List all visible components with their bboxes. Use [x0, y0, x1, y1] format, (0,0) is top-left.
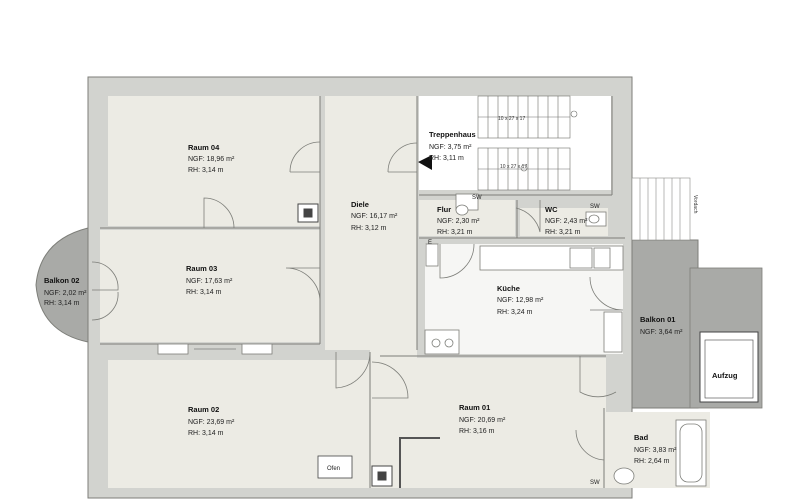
stairs-lower-label: 10 x 27 x 17: [500, 164, 527, 170]
balkon-02-area: NGF: 2,02 m²: [44, 290, 87, 297]
raum-01-partition: [399, 437, 440, 488]
vordach: [631, 177, 691, 241]
kitchen-counters: [424, 243, 624, 355]
room-raum-01: Raum 01 NGF: 20,69 m² RH: 3,16 m: [459, 403, 506, 435]
windows: [157, 343, 273, 355]
balkon-01-name: Balkon 01: [640, 315, 675, 324]
raum-01-floor: [380, 358, 606, 488]
room-raum-02: Raum 02 NGF: 23,69 m² RH: 3,14 m: [188, 405, 235, 437]
bad-name: Bad: [634, 433, 649, 442]
raum-04-area: NGF: 18,96 m²: [188, 156, 235, 163]
bad-fixtures: [455, 193, 707, 487]
wc-area: NGF: 2,43 m²: [545, 218, 588, 225]
raum-04-height: RH: 3,14 m: [188, 167, 224, 174]
room-balkon-01: Balkon 01 NGF: 3,64 m²: [640, 315, 683, 336]
raum-02-height: RH: 3,14 m: [188, 430, 224, 437]
treppenhaus-height: RH: 3,11 m: [429, 155, 464, 162]
diele-height: RH: 3,12 m: [351, 225, 387, 232]
raum-02-area: NGF: 23,69 m²: [188, 419, 235, 426]
raum-04-floor: [108, 96, 320, 226]
aufzug-inner: [704, 339, 754, 399]
room-balkon-02: Balkon 02 NGF: 2,02 m² RH: 3,14 m: [44, 276, 87, 307]
ofen-label: Ofen: [327, 466, 340, 472]
room-kueche: Küche NGF: 12,98 m² RH: 3,24 m: [497, 284, 544, 316]
doors: [91, 141, 624, 461]
balkon-01-area: NGF: 3,64 m²: [640, 329, 683, 336]
sw-bad-label: SW: [590, 480, 600, 486]
diele-floor: [325, 96, 417, 350]
diele-name: Diele: [351, 200, 369, 209]
diele-area: NGF: 16,17 m²: [351, 213, 398, 220]
balkon-01-floor: [631, 239, 699, 409]
aufzug-label: Aufzug: [712, 371, 738, 380]
raum-01-height: RH: 3,16 m: [459, 428, 495, 435]
room-diele: Diele NGF: 16,17 m² RH: 3,12 m: [351, 200, 398, 232]
kueche-name: Küche: [497, 284, 520, 293]
balkon-02-floor: [35, 227, 89, 343]
flur-area: NGF: 2,30 m²: [437, 218, 480, 225]
treppenhaus-stairs: [477, 95, 578, 191]
flur-height: RH: 3,21 m: [437, 229, 473, 236]
inner-walls: [100, 96, 625, 488]
chimneys: [297, 203, 393, 487]
room-bad: Bad NGF: 3,83 m² RH: 2,64 m: [634, 433, 677, 465]
room-treppenhaus: Treppenhaus NGF: 3,75 m² RH: 3,11 m: [429, 130, 476, 162]
wc-height: RH: 3,21 m: [545, 229, 581, 236]
raum-03-name: Raum 03: [186, 264, 217, 273]
bad-height: RH: 2,64 m: [634, 458, 670, 465]
treppenhaus-area: NGF: 3,75 m²: [429, 144, 472, 151]
sw-flur-label: SW: [472, 195, 482, 201]
balkon-02-name: Balkon 02: [44, 276, 79, 285]
raum-01-area: NGF: 20,69 m²: [459, 417, 506, 424]
raum-01-name: Raum 01: [459, 403, 490, 412]
bad-area: NGF: 3,83 m²: [634, 447, 677, 454]
stairs-direction-arrow: [418, 155, 432, 170]
vordach-label: Vordach: [692, 195, 698, 214]
treppenhaus-floor: [419, 96, 611, 190]
room-wc: WC NGF: 2,43 m² RH: 3,21 m: [545, 205, 588, 236]
room-raum-04: Raum 04 NGF: 18,96 m² RH: 3,14 m: [188, 143, 235, 174]
ofen-box: [317, 455, 353, 479]
room-flur: Flur NGF: 2,30 m² RH: 3,21 m: [437, 205, 480, 236]
wc-name: WC: [545, 205, 558, 214]
sw-wc-label: SW: [590, 204, 600, 210]
raum-03-height: RH: 3,14 m: [186, 289, 222, 296]
treppenhaus-name: Treppenhaus: [429, 130, 476, 139]
flur-name: Flur: [437, 205, 451, 214]
stairs-upper-label: 10 x 27 x 17: [498, 116, 525, 122]
kueche-area: NGF: 12,98 m²: [497, 297, 544, 304]
raum-03-floor: [100, 230, 320, 342]
balkon-02-height: RH: 3,14 m: [44, 300, 80, 307]
kueche-height: RH: 3,24 m: [497, 309, 533, 316]
raum-02-name: Raum 02: [188, 405, 219, 414]
raum-04-name: Raum 04: [188, 143, 220, 152]
e-label: E: [428, 240, 432, 246]
room-raum-03: Raum 03 NGF: 17,63 m² RH: 3,14 m: [186, 264, 233, 296]
raum-03-area: NGF: 17,63 m²: [186, 278, 233, 285]
